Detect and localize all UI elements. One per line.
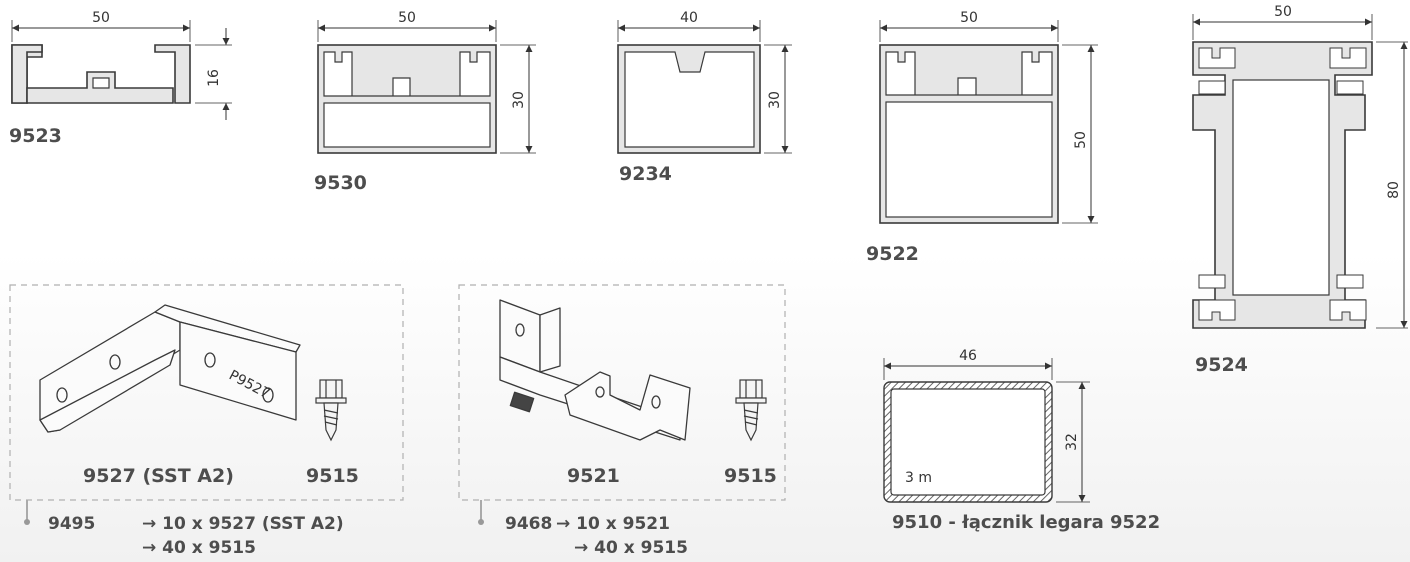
bracket-9521-image <box>499 299 691 441</box>
kit2-line1: → 10 x 9521 <box>556 514 670 534</box>
profile-9510-length: 3 m <box>905 470 932 486</box>
dim-9523-height: 16 <box>206 69 222 87</box>
profile-9530-drawing <box>317 20 536 154</box>
kit2-bracket-label: 9521 <box>567 465 620 487</box>
dim-9234-width: 40 <box>680 10 698 26</box>
dim-9530-width: 50 <box>398 10 416 26</box>
kit1-line2: → 40 x 9515 <box>142 538 256 558</box>
profile-9234-drawing <box>617 20 792 154</box>
profile-9522-label: 9522 <box>866 243 919 265</box>
kit2-line2: → 40 x 9515 <box>574 538 688 558</box>
profile-9530-label: 9530 <box>314 172 367 194</box>
dim-9510-height: 32 <box>1064 433 1080 451</box>
profile-9234-label: 9234 <box>619 163 672 185</box>
profile-9523-label: 9523 <box>9 125 62 147</box>
profile-9522-drawing <box>879 20 1098 224</box>
dim-9524-width: 50 <box>1274 4 1292 20</box>
kit1-screw-label: 9515 <box>306 465 359 487</box>
kit2-screw-label: 9515 <box>724 465 777 487</box>
kit1-bracket-label: 9527 (SST A2) <box>83 465 234 487</box>
profile-9510-drawing <box>883 358 1090 503</box>
dim-9234-height: 30 <box>767 91 783 109</box>
dim-9524-height: 80 <box>1386 181 1402 199</box>
profile-9524-label: 9524 <box>1195 354 1248 376</box>
dim-9522-height: 50 <box>1073 131 1089 149</box>
screw-9515-image-1 <box>315 379 347 442</box>
kit1-line1: → 10 x 9527 (SST A2) <box>142 514 344 534</box>
kit1-code: 9495 <box>48 514 96 534</box>
dim-9530-height: 30 <box>511 91 527 109</box>
kit1-box <box>9 284 404 501</box>
dim-9510-width: 46 <box>959 348 977 364</box>
profile-9524-drawing <box>1192 14 1408 329</box>
dim-9522-width: 50 <box>960 10 978 26</box>
profile-9510-label: 9510 - łącznik legara 9522 <box>892 512 1161 533</box>
screw-9515-image-2 <box>735 379 767 442</box>
kit2-code: 9468 <box>505 514 553 534</box>
kit2-box <box>458 284 786 501</box>
dim-9523-width: 50 <box>92 10 110 26</box>
bracket-9527-image <box>39 304 301 433</box>
profile-9523-drawing <box>11 20 232 120</box>
